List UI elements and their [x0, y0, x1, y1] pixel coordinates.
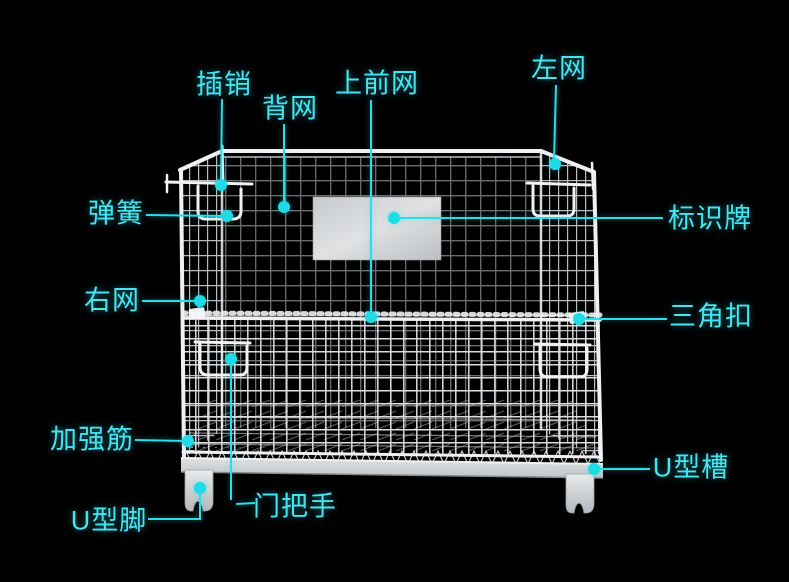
dot-san-jiao-kou: [573, 313, 585, 325]
dot-shang-qian-wang: [365, 311, 377, 323]
part-label-u-xing-jiao: U型脚: [70, 505, 148, 536]
front-gate-mesh: [183, 320, 600, 454]
part-label-u-xing-cao: U型槽: [652, 452, 730, 483]
part-label-you-wang: 右网: [84, 285, 140, 316]
part-label-cha-xiao: 插销: [196, 69, 252, 100]
hinge-clip-left: [188, 307, 206, 320]
dot-jia-qiang-jin: [182, 435, 194, 447]
callout-dots: [182, 158, 600, 494]
latch-hardware: [164, 144, 595, 379]
pin-top-right: [590, 161, 595, 191]
part-label-biao-shi-pai: 标识牌: [668, 203, 752, 234]
part-label-zuo-wang: 左网: [531, 53, 587, 84]
base-channel: [180, 457, 604, 479]
part-label-san-jiao-kou: 三角扣: [669, 301, 753, 332]
door-handle-right: [538, 344, 589, 379]
dot-u-xing-jiao: [194, 482, 206, 494]
part-label-jia-qiang-jin: 加强筋: [50, 424, 134, 455]
part-label-bei-wang: 背网: [262, 93, 318, 124]
part-label-men-ba-shou: 门把手: [253, 491, 337, 522]
part-label-shang-qian-wang: 上前网: [335, 68, 419, 99]
dot-you-wang: [194, 295, 206, 307]
right-u-foot: [565, 473, 595, 514]
leader-lines: [134, 84, 667, 520]
dot-tan-huang: [221, 210, 233, 222]
dot-cha-xiao: [215, 179, 227, 191]
dot-zuo-wang: [549, 158, 561, 170]
dot-biao-shi-pai: [388, 212, 400, 224]
dot-men-ba-shou: [225, 353, 237, 365]
cage-body: [164, 144, 604, 514]
door-handle-left: [198, 342, 249, 377]
dot-u-xing-cao: [588, 463, 600, 475]
sign-plate: [312, 196, 442, 261]
frame-rails: [178, 149, 603, 462]
dot-bei-wang: [278, 201, 290, 213]
part-label-tan-huang: 弹簧: [88, 198, 144, 229]
